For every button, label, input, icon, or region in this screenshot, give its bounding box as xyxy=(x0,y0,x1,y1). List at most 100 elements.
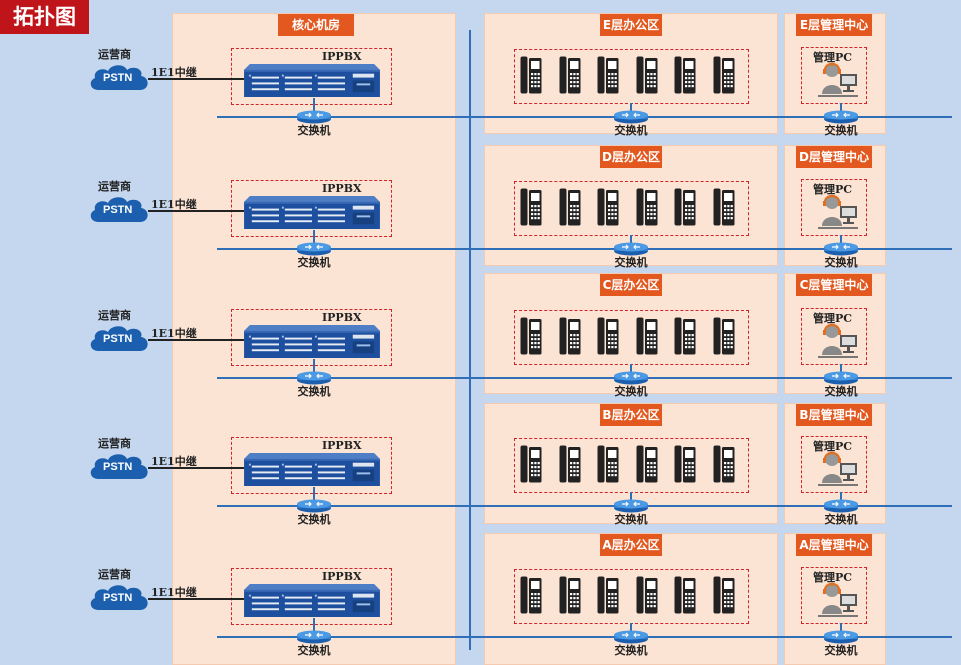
operator-pc-icon xyxy=(818,321,858,361)
office-title: D层办公区 xyxy=(600,146,662,168)
ip-phone-icon xyxy=(636,188,658,226)
phone-group-box xyxy=(514,181,749,236)
ippbx-box xyxy=(231,180,392,237)
ippbx-box xyxy=(231,48,392,105)
ip-phone-icon xyxy=(520,56,542,94)
mgmt-pc-label: 管理PC xyxy=(813,312,853,325)
switch-label: 交换机 xyxy=(824,385,858,398)
switch-label: 交换机 xyxy=(614,513,648,526)
switch-label: 交换机 xyxy=(824,124,858,137)
ip-phone-icon xyxy=(674,188,696,226)
trunk-line xyxy=(148,467,244,469)
connector-line xyxy=(840,235,842,245)
switch-label: 交换机 xyxy=(824,644,858,657)
switch-label: 交换机 xyxy=(824,513,858,526)
ippbx-device-icon xyxy=(244,453,380,486)
mgmt-title: A层管理中心 xyxy=(796,534,872,556)
phone-group-box xyxy=(514,310,749,365)
ip-phone-icon xyxy=(636,445,658,483)
trunk-label: 1E1中继 xyxy=(151,327,197,340)
mgmt-title: E层管理中心 xyxy=(796,14,872,36)
mgmt-pc-box xyxy=(801,308,867,365)
trunk-line xyxy=(148,339,244,341)
carrier-label: 运营商 xyxy=(98,309,131,322)
ip-phone-icon xyxy=(713,576,735,614)
carrier-label: 运营商 xyxy=(98,437,131,450)
ip-phone-icon xyxy=(520,576,542,614)
network-bus xyxy=(217,377,952,379)
trunk-label: 1E1中继 xyxy=(151,586,197,599)
operator-pc-icon xyxy=(818,60,858,100)
connector-line xyxy=(630,235,632,245)
ip-phone-icon xyxy=(674,317,696,355)
network-bus xyxy=(217,116,952,118)
network-bus xyxy=(217,248,952,250)
switch-label: 交换机 xyxy=(297,124,331,137)
connector-line xyxy=(630,623,632,633)
ip-phone-icon xyxy=(713,188,735,226)
connector-line xyxy=(630,492,632,502)
ip-phone-icon xyxy=(597,576,619,614)
ippbx-device-icon xyxy=(244,64,380,97)
mgmt-pc-label: 管理PC xyxy=(813,571,853,584)
connector-line xyxy=(840,492,842,502)
trunk-label: 1E1中继 xyxy=(151,66,197,79)
mgmt-title: B层管理中心 xyxy=(796,404,872,426)
mgmt-title: C层管理中心 xyxy=(796,274,872,296)
trunk-line xyxy=(148,210,244,212)
backbone-line xyxy=(469,30,471,650)
ip-phone-icon xyxy=(713,445,735,483)
switch-label: 交换机 xyxy=(614,385,648,398)
ip-phone-icon xyxy=(559,188,581,226)
ip-phone-icon xyxy=(559,56,581,94)
switch-label: 交换机 xyxy=(297,385,331,398)
switch-label: 交换机 xyxy=(614,124,648,137)
operator-pc-icon xyxy=(818,580,858,620)
carrier-label: 运营商 xyxy=(98,180,131,193)
phone-group-box xyxy=(514,569,749,624)
connector-line xyxy=(630,364,632,374)
ip-phone-icon xyxy=(636,317,658,355)
switch-label: 交换机 xyxy=(614,644,648,657)
connector-line xyxy=(313,98,315,114)
ip-phone-icon xyxy=(597,56,619,94)
connector-line xyxy=(630,103,632,113)
ip-phone-icon xyxy=(674,445,696,483)
connector-line xyxy=(840,364,842,374)
network-bus xyxy=(217,505,952,507)
carrier-label: 运营商 xyxy=(98,48,131,61)
switch-label: 交换机 xyxy=(297,644,331,657)
ip-phone-icon xyxy=(636,576,658,614)
pstn-label: PSTN xyxy=(103,461,133,473)
ip-phone-icon xyxy=(713,56,735,94)
ippbx-device-icon xyxy=(244,325,380,358)
ippbx-device-icon xyxy=(244,584,380,617)
ippbx-label: IPPBX xyxy=(322,439,362,452)
trunk-label: 1E1中继 xyxy=(151,198,197,211)
ip-phone-icon xyxy=(520,317,542,355)
ip-phone-icon xyxy=(559,317,581,355)
office-title: B层办公区 xyxy=(600,404,662,426)
page-title: 拓扑图 xyxy=(0,0,89,34)
core-room-title: 核心机房 xyxy=(278,14,354,36)
switch-label: 交换机 xyxy=(614,256,648,269)
switch-label: 交换机 xyxy=(824,256,858,269)
ip-phone-icon xyxy=(597,317,619,355)
operator-pc-icon xyxy=(818,192,858,232)
mgmt-pc-box xyxy=(801,436,867,493)
mgmt-pc-box xyxy=(801,567,867,624)
connector-line xyxy=(313,487,315,503)
switch-label: 交换机 xyxy=(297,256,331,269)
trunk-label: 1E1中继 xyxy=(151,455,197,468)
ip-phone-icon xyxy=(559,576,581,614)
office-title: C层办公区 xyxy=(600,274,662,296)
ippbx-box xyxy=(231,437,392,494)
ippbx-box xyxy=(231,568,392,625)
ippbx-device-icon xyxy=(244,196,380,229)
mgmt-title: D层管理中心 xyxy=(796,146,872,168)
phone-group-box xyxy=(514,49,749,104)
ip-phone-icon xyxy=(597,188,619,226)
connector-line xyxy=(840,103,842,113)
ip-phone-icon xyxy=(559,445,581,483)
trunk-line xyxy=(148,78,244,80)
